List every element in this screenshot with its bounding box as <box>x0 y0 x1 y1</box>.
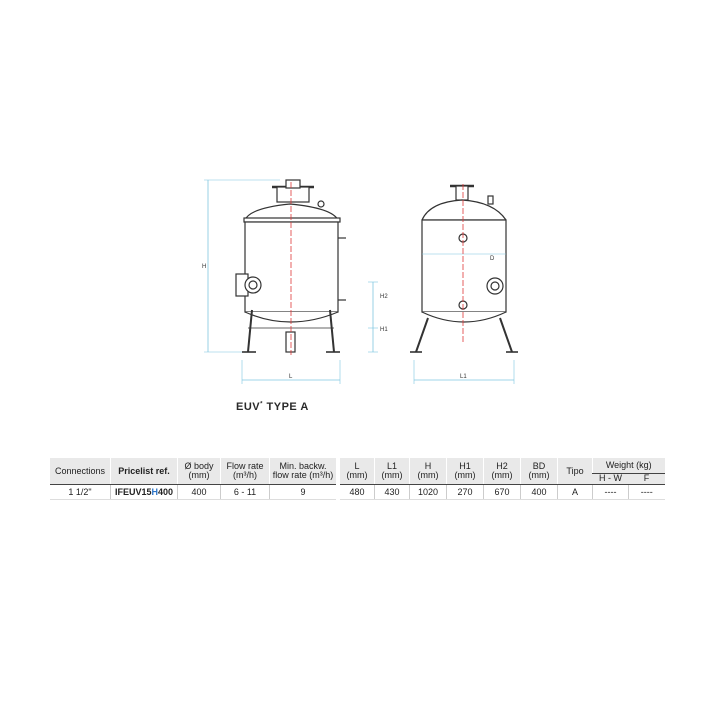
table-row: 1 1/2" IFEUV15H400 400 6 - 11 9 <box>50 484 336 500</box>
cell-l: 480 <box>340 484 375 500</box>
header-l1: L1(mm) <box>374 458 410 485</box>
header-weight: Weight (kg) <box>592 458 665 474</box>
cell-bd: 400 <box>520 484 558 500</box>
header-h1: H1(mm) <box>446 458 484 485</box>
dim-label-l1: L1 <box>460 374 467 380</box>
table-header-row: L(mm) L1(mm) H(mm) H1(mm) H2(mm) BD(mm) … <box>340 458 665 485</box>
header-flow-rate: Flow rate(m³/h) <box>220 458 270 485</box>
dim-label-d: D <box>490 256 495 262</box>
table-row: 480 430 1020 270 670 400 A ---- ---- <box>340 484 665 500</box>
front-view <box>410 184 518 384</box>
cell-weight-f: ---- <box>628 484 665 500</box>
header-h: H(mm) <box>409 458 447 485</box>
caption-type: TYPE A <box>266 401 309 413</box>
cell-h2: 670 <box>483 484 521 500</box>
header-tipo: Tipo <box>557 458 593 485</box>
header-body: Ø body(mm) <box>177 458 221 485</box>
caption-model: EUV <box>236 401 261 413</box>
header-backwash: Min. backw.flow rate (m³/h) <box>269 458 336 485</box>
spec-table-left: Connections Pricelist ref. Ø body(mm) Fl… <box>50 458 336 500</box>
dim-label-h2: H2 <box>380 294 388 300</box>
cell-h1: 270 <box>446 484 484 500</box>
filter-technical-drawing: H H2 H1 L D L1 <box>202 179 518 384</box>
header-pricelist-ref: Pricelist ref. <box>110 458 178 485</box>
table-subheader-row: H - W F <box>340 473 665 486</box>
header-l: L(mm) <box>340 458 375 485</box>
spec-table-right: L(mm) L1(mm) H(mm) H1(mm) H2(mm) BD(mm) … <box>340 458 665 500</box>
table-header-row: Connections Pricelist ref. Ø body(mm) Fl… <box>50 458 336 485</box>
header-weight-f: F <box>628 473 665 486</box>
cell-flow: 6 - 11 <box>220 484 270 500</box>
cell-body: 400 <box>177 484 221 500</box>
dim-label-h: H <box>202 264 206 270</box>
cell-backwash: 9 <box>269 484 336 500</box>
dim-label-l: L <box>289 374 293 380</box>
cell-pricelist-ref: IFEUV15H400 <box>110 484 178 500</box>
side-view <box>204 179 378 384</box>
cell-l1: 430 <box>374 484 410 500</box>
model-caption: EUV* TYPE A <box>236 401 309 413</box>
header-connections: Connections <box>50 458 111 485</box>
dim-label-h1: H1 <box>380 327 388 333</box>
caption-sup: * <box>260 401 263 408</box>
cell-weight-hw: ---- <box>592 484 629 500</box>
header-bd: BD(mm) <box>520 458 558 485</box>
cell-h: 1020 <box>409 484 447 500</box>
cell-connections: 1 1/2" <box>50 484 111 500</box>
header-h2: H2(mm) <box>483 458 521 485</box>
header-weight-hw: H - W <box>592 473 629 486</box>
cell-tipo: A <box>557 484 593 500</box>
